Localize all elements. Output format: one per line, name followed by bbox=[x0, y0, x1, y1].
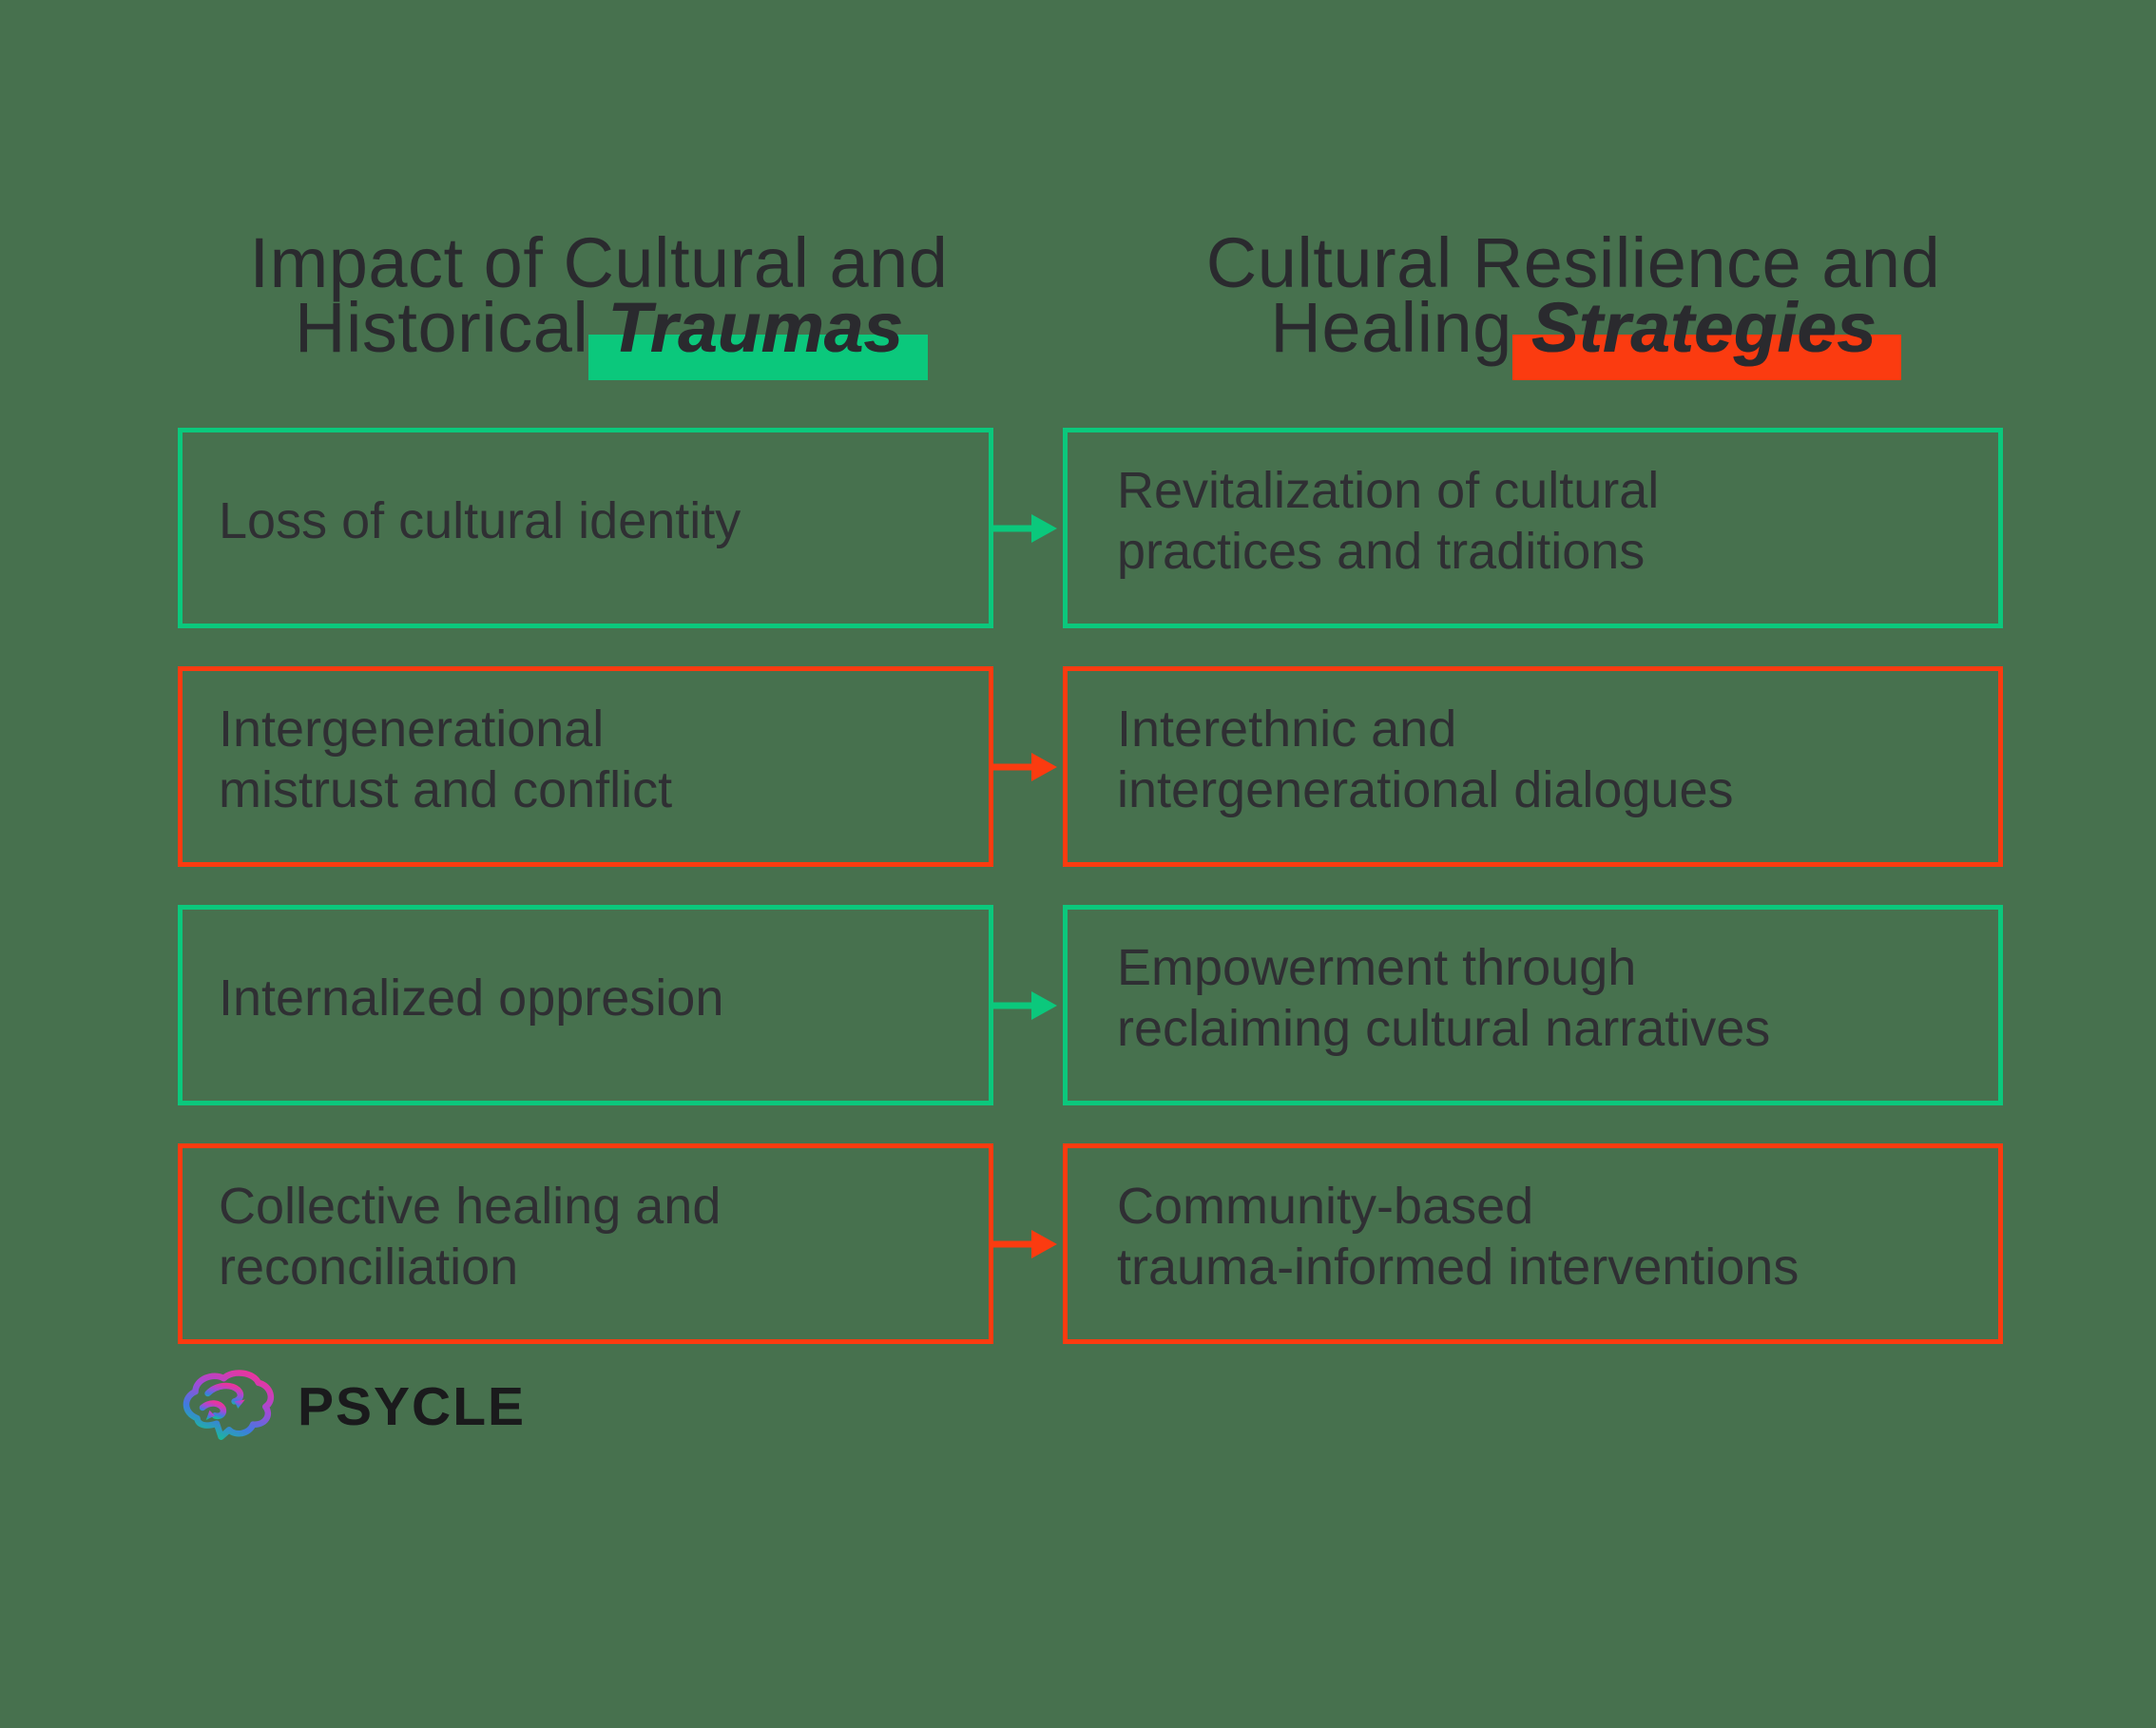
highlight-traumas: Traumas bbox=[588, 288, 928, 380]
trauma-box-internalized-oppresion: Internalized oppresion bbox=[178, 905, 993, 1105]
trauma-box-intergenerational-mistrust: Intergenerational mistrust and conflict bbox=[178, 666, 993, 867]
trauma-box-loss-of-cultural-identity: Loss of cultural identity bbox=[178, 428, 993, 628]
box-line: Loss of cultural identity bbox=[219, 491, 741, 549]
psycle-logo: PSYCLE bbox=[176, 1367, 526, 1447]
strategy-box-revitalization: Revitalization of cultural practices and… bbox=[1063, 428, 2003, 628]
strategy-box-community-interventions: Community-based trauma-informed interven… bbox=[1063, 1143, 2003, 1344]
psycle-logo-text: PSYCLE bbox=[298, 1376, 527, 1437]
diagram-row-4: Collective healing and reconciliation Co… bbox=[0, 1143, 2156, 1344]
box-text: Loss of cultural identity bbox=[219, 490, 741, 551]
strategy-box-empowerment: Empowerment through reclaiming cultural … bbox=[1063, 905, 2003, 1105]
diagram-row-1: Loss of cultural identity Revitalization… bbox=[0, 428, 2156, 628]
trauma-box-collective-healing: Collective healing and reconciliation bbox=[178, 1143, 993, 1344]
arrow-head bbox=[1031, 513, 1057, 543]
arrow-right-icon bbox=[993, 513, 1063, 544]
arrow-head bbox=[1031, 1229, 1057, 1258]
title-line-2-prefix: Historical bbox=[295, 288, 589, 367]
box-text: Internalized oppresion bbox=[219, 968, 723, 1028]
diagram-row-2: Intergenerational mistrust and conflict … bbox=[0, 666, 2156, 867]
box-line: Community-based bbox=[1117, 1177, 1534, 1235]
box-line: trauma-informed interventions bbox=[1117, 1238, 1800, 1296]
arrow-shaft bbox=[993, 525, 1033, 531]
box-text: Community-based trauma-informed interven… bbox=[1117, 1176, 1799, 1297]
box-line: Internalized oppresion bbox=[219, 969, 724, 1027]
box-line: Revitalization of cultural bbox=[1117, 461, 1660, 519]
box-line: Intergenerational bbox=[219, 700, 605, 758]
title-line-1: Cultural Resilience and bbox=[1205, 223, 1941, 302]
box-line: Interethnic and bbox=[1117, 700, 1457, 758]
arrow-right-icon bbox=[993, 990, 1063, 1021]
box-line: Collective healing and bbox=[219, 1177, 722, 1235]
brain-gradient-icon bbox=[183, 1370, 275, 1440]
box-text: Empowerment through reclaiming cultural … bbox=[1117, 937, 1770, 1059]
arrow-right-icon bbox=[993, 752, 1063, 782]
strategy-box-dialogues: Interethnic and intergenerational dialog… bbox=[1063, 666, 2003, 867]
box-line: reconciliation bbox=[219, 1238, 519, 1296]
arrow-head bbox=[1031, 752, 1057, 781]
box-text: Collective healing and reconciliation bbox=[219, 1176, 721, 1297]
arrow-right-icon bbox=[993, 1229, 1063, 1259]
arrow-shaft bbox=[993, 763, 1033, 770]
box-line: mistrust and conflict bbox=[219, 760, 673, 818]
diagram-row-3: Internalized oppresion Empowerment throu… bbox=[0, 905, 2156, 1105]
box-text: Intergenerational mistrust and conflict bbox=[219, 699, 672, 820]
title-line-2-prefix: Healing bbox=[1270, 288, 1512, 367]
box-line: Empowerment through bbox=[1117, 938, 1637, 996]
box-text: Revitalization of cultural practices and… bbox=[1117, 460, 1659, 582]
box-line: practices and traditions bbox=[1117, 522, 1646, 580]
arrow-shaft bbox=[993, 1002, 1033, 1008]
box-text: Interethnic and intergenerational dialog… bbox=[1117, 699, 1733, 820]
highlight-strategies: Strategies bbox=[1511, 288, 1901, 380]
box-line: reclaiming cultural narratives bbox=[1117, 999, 1771, 1057]
title-line-1: Impact of Cultural and bbox=[249, 223, 949, 302]
box-line: intergenerational dialogues bbox=[1117, 760, 1734, 818]
arrow-head bbox=[1031, 990, 1057, 1020]
arrow-shaft bbox=[993, 1240, 1033, 1247]
